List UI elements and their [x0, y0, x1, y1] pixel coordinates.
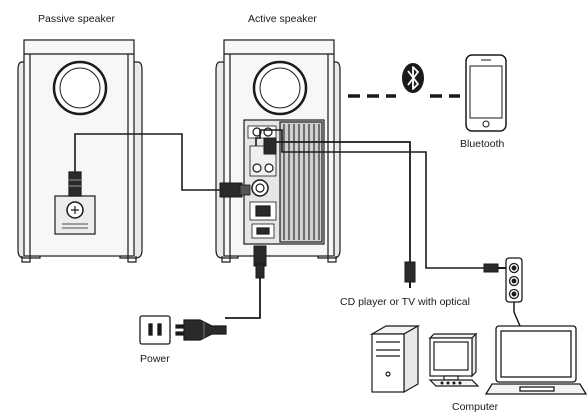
label-computer: Computer [452, 401, 499, 413]
optical-plug-bottom [404, 261, 416, 283]
power-outlet-icon [139, 315, 171, 345]
aux-plug [483, 263, 499, 273]
desktop-computer-icon [369, 324, 480, 394]
passive-plug [68, 171, 82, 197]
laptop-icon [484, 325, 588, 395]
smartphone-icon [465, 54, 507, 132]
heatsink [279, 121, 323, 243]
optical-plug-top [263, 137, 277, 155]
rca-jack-left [252, 163, 262, 173]
label-power: Power [140, 353, 170, 365]
label-passive-speaker: Passive speaker [38, 13, 116, 25]
cables [74, 94, 506, 319]
speaker-cable [74, 133, 228, 191]
passive-speaker [17, 39, 143, 263]
laptop-cable [513, 302, 521, 327]
active-speaker [215, 39, 341, 263]
power-cable-plug [253, 245, 267, 267]
speaker-cable-plug [219, 182, 243, 198]
laptop-screen [500, 330, 572, 378]
rca-jack-right [264, 163, 274, 173]
phone-screen [469, 65, 503, 119]
power-cable [225, 258, 261, 319]
bluetooth-icon [402, 63, 424, 93]
aux-cable [255, 129, 484, 269]
computer-tower [371, 333, 405, 393]
label-cd-player: CD player or TV with optical [340, 296, 470, 308]
label-active-speaker: Active speaker [248, 13, 317, 25]
power-plug-icon [175, 319, 227, 341]
aux-jack-panel [505, 257, 523, 303]
monitor-screen [433, 341, 469, 371]
power-switch [255, 205, 271, 217]
label-bluetooth: Bluetooth [460, 138, 505, 150]
